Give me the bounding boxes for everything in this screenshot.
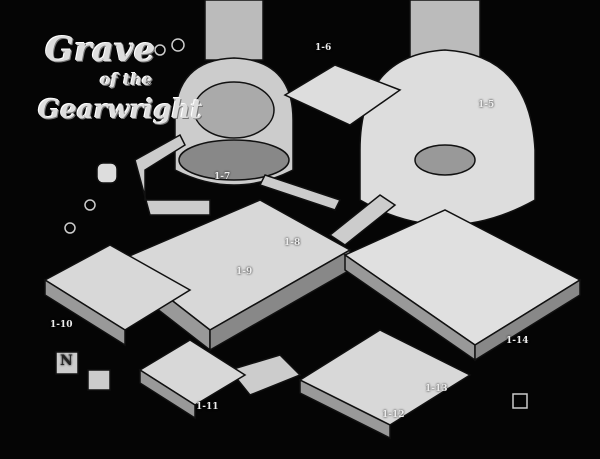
room-1-14 [343,209,582,346]
fan-icon [193,81,275,139]
room-label: 1-8 [284,238,301,248]
corridor [328,194,397,246]
map-title-line1: Grave [45,30,156,70]
skull-icon [96,162,118,184]
compass-north: N [60,353,73,369]
corridor [228,354,302,396]
compass-block [55,351,79,375]
room-label: 1-11 [196,402,219,412]
room-1-11 [138,339,247,406]
room-label: 1-10 [50,320,73,330]
room-label: 1-7 [214,172,231,182]
scale-box [512,393,528,409]
compass-block [87,369,111,391]
gear-icon [84,199,96,211]
room-label: 1-13 [425,384,448,394]
corridor [258,174,342,211]
gear-icon [154,44,166,56]
room-label: 1-9 [236,267,253,277]
gear-icon [171,38,185,52]
room-label: 1-12 [382,410,405,420]
map-title-line3: Gearwright [38,95,203,125]
map-title-line2: of the [100,70,153,89]
room-1-6 [283,64,402,126]
gear-icon [64,222,76,234]
corridor [134,133,211,216]
room-label: 1-6 [315,43,332,53]
tower-1-7-shaft [204,0,264,61]
room-label: 1-5 [478,100,495,110]
room-label: 1-14 [506,336,529,346]
